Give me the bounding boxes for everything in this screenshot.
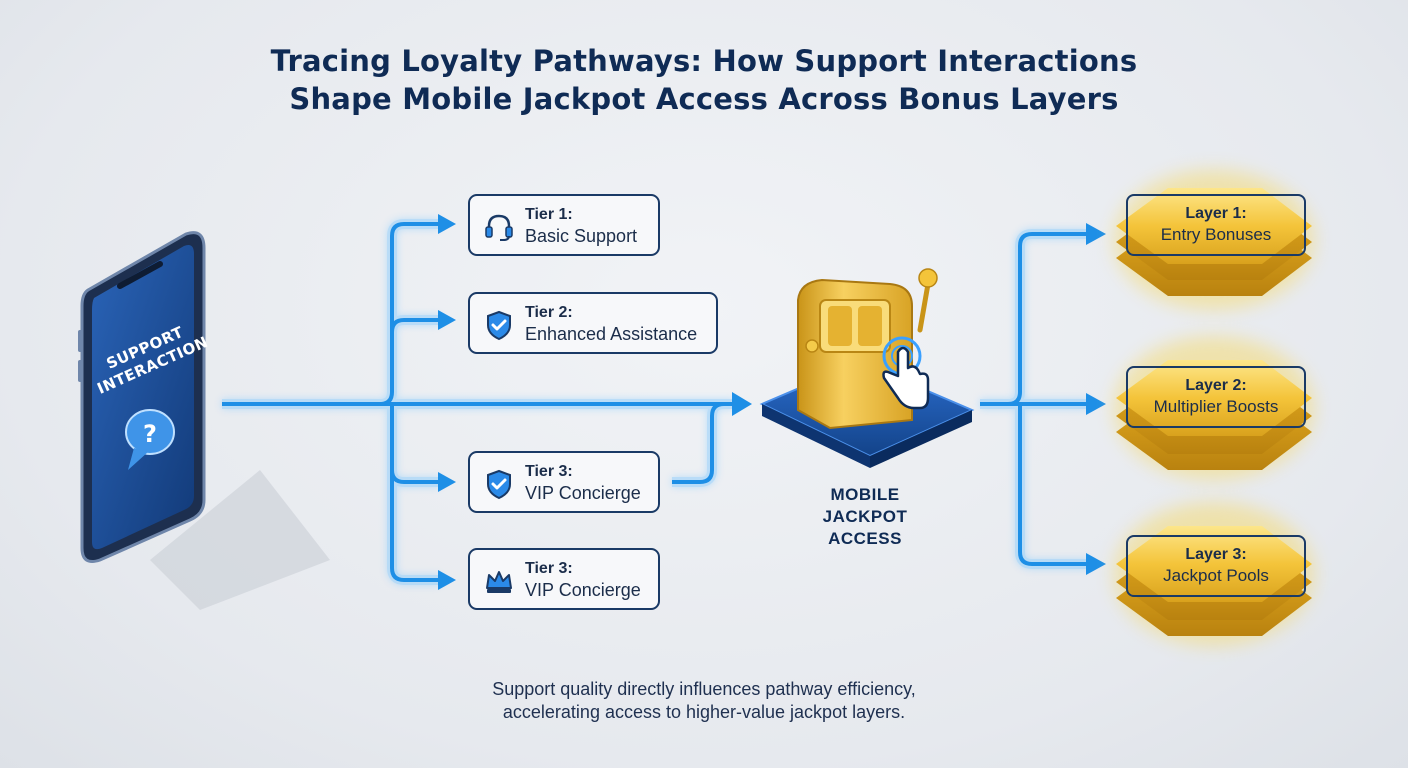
title-line-1: Tracing Loyalty Pathways: How Support In… xyxy=(270,44,1138,78)
flow-to-tier-4 xyxy=(390,470,440,582)
flow-to-layer-1 xyxy=(980,232,1090,406)
tier-1-desc: Basic Support xyxy=(525,226,638,246)
tier-2-desc: Enhanced Assistance xyxy=(525,324,698,344)
flow-arrowheads xyxy=(438,214,1106,590)
layer-1-name: Layer 1: xyxy=(1185,205,1247,222)
layer-card-3: Layer 3: Jackpot Pools xyxy=(1126,535,1306,597)
layer-card-1: Layer 1: Entry Bonuses xyxy=(1126,194,1306,256)
flow-to-tier-1 xyxy=(379,222,440,406)
headset-icon xyxy=(485,214,513,241)
shield-check-icon xyxy=(487,469,511,500)
hub-label-line-3: ACCESS xyxy=(828,529,902,548)
caption-line-2: accelerating access to higher-value jack… xyxy=(502,702,906,722)
tier-card-3: Tier 3: VIP Concierge xyxy=(468,451,660,513)
layer-2-name: Layer 2: xyxy=(1185,377,1247,394)
question-chat-bubble-icon: ? xyxy=(125,409,175,470)
tier-2-name: Tier 2: xyxy=(525,304,573,321)
caption: Support quality directly influences path… xyxy=(0,678,1408,724)
svg-text:?: ? xyxy=(143,420,157,448)
layer-1-shape xyxy=(1114,170,1314,310)
tier-card-1: Tier 1: Basic Support xyxy=(468,194,660,256)
layer-3-shape xyxy=(1114,502,1314,646)
tier-4-desc: VIP Concierge xyxy=(525,580,641,600)
slot-machine-icon xyxy=(759,268,975,468)
tier-card-2: Tier 2: Enhanced Assistance xyxy=(468,292,718,354)
tier-1-name: Tier 1: xyxy=(525,206,573,223)
crown-icon xyxy=(486,571,512,593)
flow-tier-3-to-hub xyxy=(672,402,725,484)
tier-4-name: Tier 3: xyxy=(525,560,573,577)
layer-2-shape xyxy=(1114,336,1314,480)
layer-1-desc: Entry Bonuses xyxy=(1160,225,1272,244)
layer-2-desc: Multiplier Boosts xyxy=(1153,397,1279,416)
hub-label-line-1: MOBILE xyxy=(830,485,900,504)
flow-to-tier-2 xyxy=(390,318,440,333)
layer-3-desc: Jackpot Pools xyxy=(1163,566,1269,585)
tier-card-4: Tier 3: VIP Concierge xyxy=(468,548,660,610)
layer-card-2: Layer 2: Multiplier Boosts xyxy=(1126,366,1306,428)
pointer-hand-icon xyxy=(882,346,930,410)
phone-illustration xyxy=(78,231,206,563)
title-line-2: Shape Mobile Jackpot Access Across Bonus… xyxy=(289,82,1119,116)
tier-3-name: Tier 3: xyxy=(525,463,573,480)
hub-label: MOBILE JACKPOT ACCESS xyxy=(790,484,940,550)
shield-check-icon xyxy=(487,310,511,341)
tier-3-desc: VIP Concierge xyxy=(525,483,641,503)
flow-to-layer-3 xyxy=(1018,404,1090,566)
flow-lines xyxy=(222,222,1090,582)
flow-to-tier-3 xyxy=(390,404,440,484)
caption-line-1: Support quality directly influences path… xyxy=(492,679,916,699)
page-title: Tracing Loyalty Pathways: How Support In… xyxy=(0,42,1408,118)
hub-label-line-2: JACKPOT xyxy=(822,507,908,526)
phone-shadow xyxy=(150,470,330,610)
layer-3-name: Layer 3: xyxy=(1185,546,1247,563)
